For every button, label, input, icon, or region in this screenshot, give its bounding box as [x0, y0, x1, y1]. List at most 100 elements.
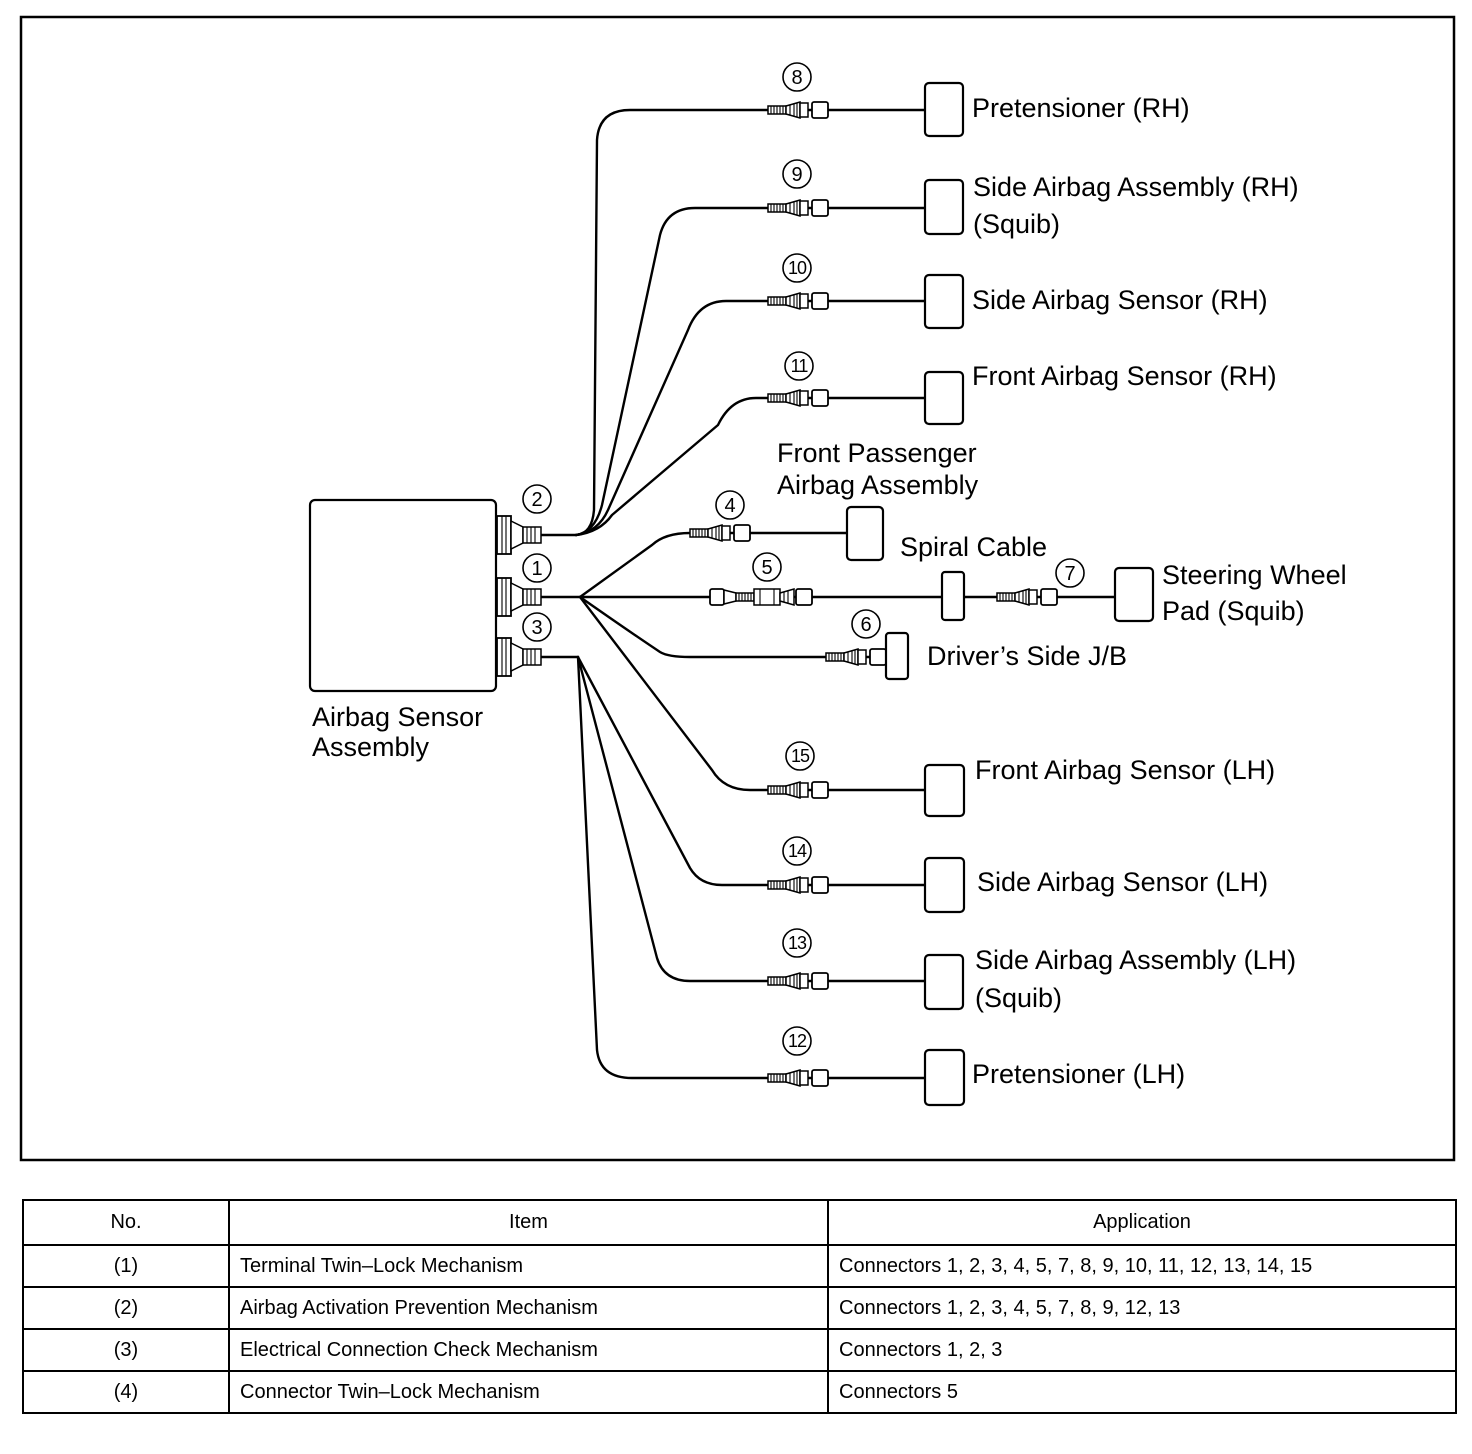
side-airbag-assembly-rh-box — [923, 178, 965, 236]
connector-13-plug — [767, 972, 829, 990]
connector-4-badge — [715, 490, 745, 520]
connector-3-number: 3 — [531, 617, 542, 639]
connector-2-number: 2 — [531, 489, 542, 511]
connector-10-badge — [782, 253, 812, 283]
connector-6-badge — [851, 609, 881, 639]
table-row: (1) Terminal Twin–Lock Mechanism Connect… — [22, 1244, 1457, 1288]
side-airbag-sensor-lh-label: Side Airbag Sensor (LH) — [977, 867, 1268, 897]
connector-11-badge — [784, 351, 814, 381]
wire-to-front-passenger-airbag — [578, 531, 849, 599]
connector-12-number: 12 — [788, 1031, 807, 1051]
row-item: Terminal Twin–Lock Mechanism — [228, 1244, 829, 1288]
connector-13-number: 13 — [788, 933, 807, 953]
airbag-sensor-assembly-box — [308, 498, 498, 693]
mechanism-table: No. Item Application (1) Terminal Twin–L… — [22, 1199, 1457, 1414]
connector-8-number: 8 — [791, 67, 802, 89]
wire-to-side-airbag-sensor-lh — [576, 655, 927, 887]
row-no: (1) — [22, 1244, 230, 1288]
connector-7-plug — [996, 588, 1058, 606]
connector-15-plug — [767, 781, 829, 799]
row-item: Connector Twin–Lock Mechanism — [228, 1370, 829, 1414]
side-airbag-assembly-lh-box — [923, 953, 965, 1011]
side-airbag-assembly-lh-label-line2: (Squib) — [975, 983, 1062, 1013]
spiral-cable-label: Spiral Cable — [900, 532, 1047, 562]
connector-4-number: 4 — [724, 495, 735, 517]
connector-2-badge — [522, 484, 552, 514]
connector-11-plug — [767, 389, 829, 407]
wire-to-side-airbag-assembly-rh — [574, 206, 927, 537]
steering-wheel-pad-box — [1113, 566, 1155, 623]
pretensioner-lh-label: Pretensioner (LH) — [972, 1059, 1185, 1089]
wiring-harness — [539, 108, 1117, 1080]
front-airbag-sensor-rh-label: Front Airbag Sensor (RH) — [972, 361, 1277, 391]
row-item: Electrical Connection Check Mechanism — [228, 1328, 829, 1372]
side-airbag-sensor-lh-box — [923, 856, 966, 914]
drivers-side-jb-box — [884, 631, 910, 681]
header-no: No. — [22, 1199, 230, 1246]
connector-2-plug — [496, 515, 542, 555]
side-airbag-assembly-rh-label-line1: Side Airbag Assembly (RH) — [973, 172, 1299, 202]
wire-to-front-airbag-sensor-lh — [578, 595, 927, 792]
diagram-frame — [19, 15, 1456, 1162]
table-row: (4) Connector Twin–Lock Mechanism Connec… — [22, 1370, 1457, 1414]
connector-9-badge — [782, 159, 812, 189]
wire-to-side-airbag-assembly-lh — [576, 655, 927, 983]
sensor-assembly-label-line2: Assembly — [312, 732, 430, 762]
table-header-row: No. Item Application — [22, 1199, 1457, 1246]
connector-14-number: 14 — [788, 841, 807, 861]
spiral-cable-box — [940, 570, 966, 622]
connector-1-badge — [522, 553, 552, 583]
row-application: Connectors 5 — [827, 1370, 1457, 1414]
side-airbag-assembly-rh-label-line2: (Squib) — [973, 209, 1060, 239]
front-airbag-sensor-lh-box — [923, 763, 966, 818]
front-airbag-sensor-rh-box — [923, 370, 965, 426]
wire-to-front-airbag-sensor-rh — [574, 396, 927, 537]
row-no: (3) — [22, 1328, 230, 1372]
connector-5-badge — [752, 552, 782, 582]
header-item: Item — [228, 1199, 829, 1246]
steering-wheel-pad-label-line2: Pad (Squib) — [1162, 596, 1305, 626]
connector-13-badge — [782, 928, 812, 958]
connector-4-plug — [689, 524, 751, 542]
connector-10-plug — [767, 292, 829, 310]
connector-8-plug — [767, 101, 829, 119]
connector-12-plug — [767, 1069, 829, 1087]
pretensioner-rh-label: Pretensioner (RH) — [972, 93, 1190, 123]
table-row: (2) Airbag Activation Prevention Mechani… — [22, 1286, 1457, 1330]
front-airbag-sensor-lh-label: Front Airbag Sensor (LH) — [975, 755, 1275, 785]
connector-1-plug — [496, 577, 542, 617]
pretensioner-lh-box — [923, 1048, 966, 1107]
steering-wheel-pad-label-line1: Steering Wheel — [1162, 560, 1347, 590]
wire-to-pretensioner-lh — [576, 655, 927, 1080]
connector-9-plug — [767, 199, 829, 217]
row-no: (2) — [22, 1286, 230, 1330]
side-airbag-assembly-lh-label-line1: Side Airbag Assembly (LH) — [975, 945, 1296, 975]
side-airbag-sensor-rh-label: Side Airbag Sensor (RH) — [972, 285, 1268, 315]
wire-to-drivers-side-jb — [578, 595, 888, 659]
row-application: Connectors 1, 2, 3 — [827, 1328, 1457, 1372]
connector-11-number: 11 — [791, 356, 809, 376]
header-application: Application — [827, 1199, 1457, 1246]
sensor-assembly-label-line1: Airbag Sensor — [312, 702, 483, 732]
row-no: (4) — [22, 1370, 230, 1414]
connector-6-number: 6 — [860, 614, 871, 636]
connector-3-badge — [522, 612, 552, 642]
connector-15-number: 15 — [791, 746, 810, 766]
connector-10-number: 10 — [788, 258, 807, 278]
front-passenger-airbag-label-line1: Front Passenger — [777, 438, 977, 468]
connector-15-badge — [785, 741, 815, 771]
connector-1-number: 1 — [531, 558, 542, 580]
airbag-wiring-diagram: Airbag Sensor Assembly 2 1 3 8 Pretensio… — [19, 15, 1456, 1162]
connector-3-plug — [496, 637, 542, 677]
connector-12-badge — [782, 1026, 812, 1056]
table-row: (3) Electrical Connection Check Mechanis… — [22, 1328, 1457, 1372]
connector-5-plug — [709, 588, 813, 606]
row-item: Airbag Activation Prevention Mechanism — [228, 1286, 829, 1330]
connector-9-number: 9 — [791, 164, 802, 186]
connector-14-badge — [782, 836, 812, 866]
pretensioner-rh-box — [923, 81, 965, 138]
drivers-side-jb-label: Driver’s Side J/B — [927, 641, 1127, 671]
front-passenger-airbag-label-line2: Airbag Assembly — [777, 470, 979, 500]
connector-14-plug — [767, 876, 829, 894]
front-passenger-airbag-box — [845, 505, 885, 562]
